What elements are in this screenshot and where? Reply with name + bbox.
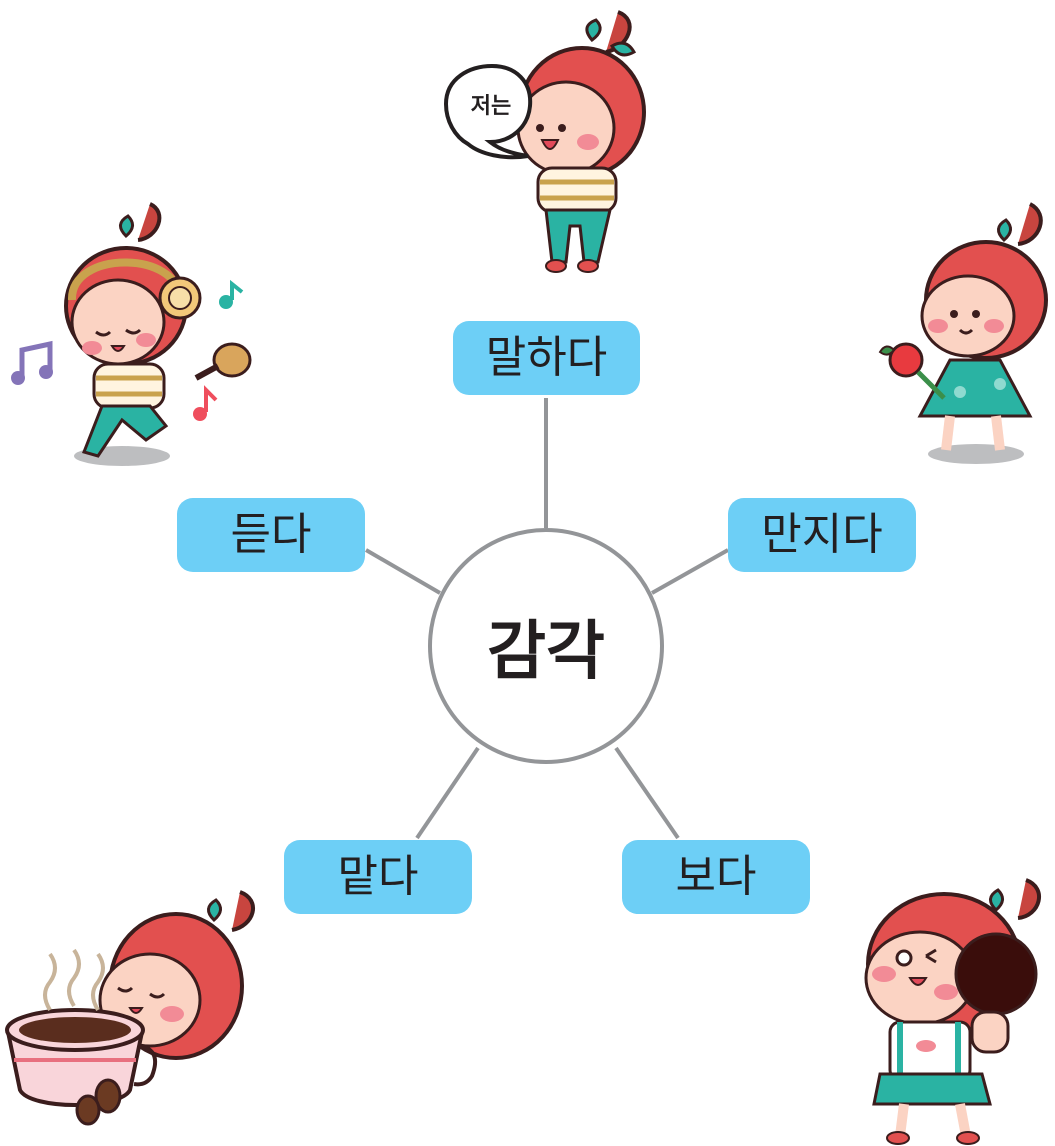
line-touch [651,548,729,595]
center-circle: 감각 [428,528,664,764]
label-speak: 말하다 [453,321,640,395]
line-see [614,746,680,840]
touching-girl-illustration [878,202,1048,464]
speaking-girl-illustration [443,10,646,273]
label-smell: 맡다 [284,840,472,914]
line-smell [415,746,480,840]
label-see: 보다 [622,840,810,914]
label-touch: 만지다 [728,498,916,572]
line-listen [364,548,442,595]
center-label: 감각 [487,615,605,689]
seeing-girl-illustration [864,878,1041,1145]
smelling-girl-illustration [5,890,255,1126]
listening-girl-illustration [11,202,252,466]
speech-bubble-text: 저는 [470,94,512,119]
label-listen: 듣다 [177,498,365,572]
